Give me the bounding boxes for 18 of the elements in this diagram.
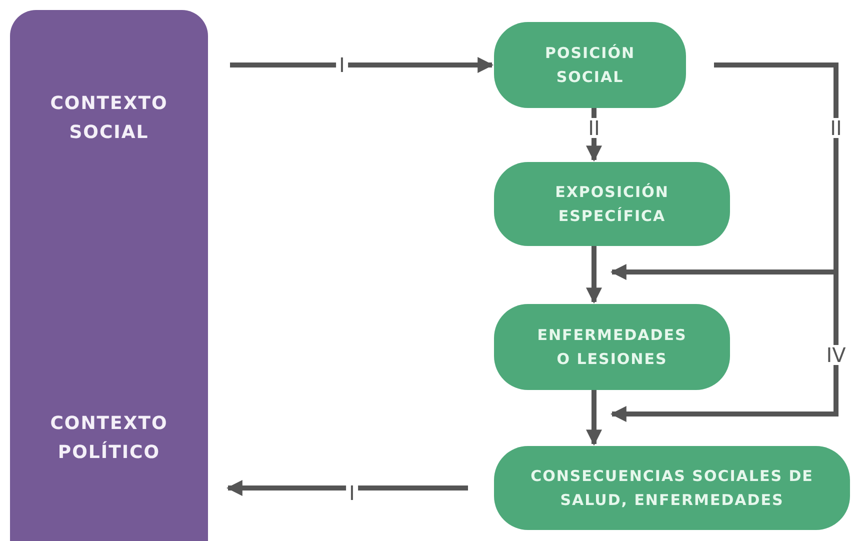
- arrow: [230, 57, 494, 73]
- edge-label: I: [346, 483, 358, 503]
- arrow: [226, 480, 468, 496]
- context-band: [10, 10, 208, 541]
- node-text: CONTEXTO POLÍTICO: [49, 412, 169, 465]
- process-box: [494, 446, 850, 530]
- node-text: POSICIÓN SOCIAL: [544, 43, 636, 88]
- process-box: [494, 304, 730, 390]
- process-box: [494, 162, 730, 246]
- arrow: [586, 390, 602, 446]
- node-text: EXPOSICIÓN ESPECÍFICA: [554, 182, 670, 227]
- node-text: CONTEXTO SOCIAL: [49, 92, 169, 145]
- edge-label: I: [336, 55, 348, 75]
- arrow: [586, 108, 602, 162]
- arrow: [586, 246, 602, 304]
- process-box: [494, 22, 686, 108]
- node-text: ENFERMEDADES O LESIONES: [536, 325, 688, 370]
- node-text: CONSECUENCIAS SOCIALES DE SALUD, ENFERMEDADES: [530, 466, 814, 511]
